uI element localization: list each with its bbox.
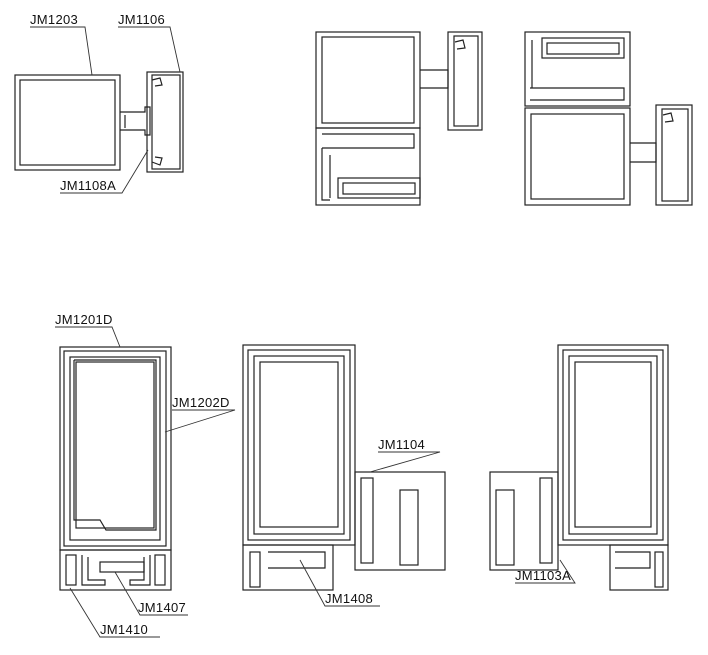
- assembly-bottom-middle: [242, 344, 446, 607]
- part-label-jm1408: JM1408: [325, 591, 374, 606]
- part-label-jm1202d: JM1202D: [172, 395, 230, 410]
- assembly-top-middle: [315, 31, 483, 206]
- part-label-jm1106: JM1106: [118, 12, 166, 27]
- part-label-jm1201d: JM1201D: [55, 312, 113, 327]
- part-label-jm1407: JM1407: [138, 600, 187, 615]
- assembly-top-right: [524, 31, 693, 206]
- assembly-bottom-left: [55, 326, 236, 638]
- part-label-jm1108a: JM1108A: [60, 178, 117, 193]
- part-label-jm1410: JM1410: [100, 622, 149, 637]
- part-label-jm1203: JM1203: [30, 12, 79, 27]
- part-label-jm1104: JM1104: [378, 437, 426, 452]
- assembly-bottom-right: [489, 344, 669, 591]
- part-label-jm1103a: JM1103A: [515, 568, 572, 583]
- assembly-top-left: [14, 26, 184, 194]
